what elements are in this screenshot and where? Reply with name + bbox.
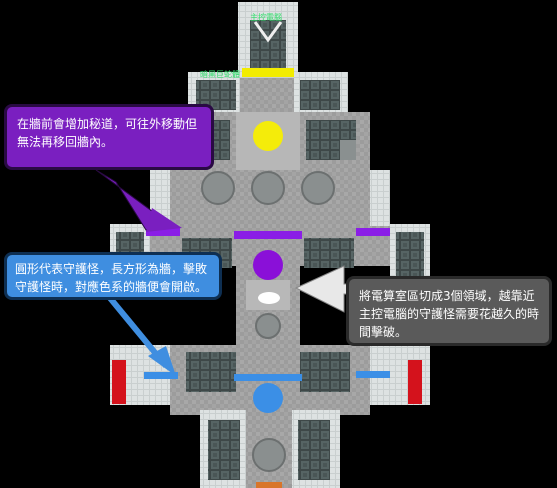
purple-arrow: [95, 169, 165, 231]
zones-callout: 將電算室區切成3個領域，越靠近主控電腦的守護怪需要花越久的時間擊破。: [346, 276, 552, 346]
purple-guardian: [253, 250, 283, 280]
blue-wall-right: [356, 371, 390, 378]
computer-label: 主控電腦: [250, 13, 282, 22]
blue-guardian: [253, 383, 283, 413]
legend-callout: 圓形代表守護怪，長方形為牆，擊敗守護怪時，對應色系的牆便會開啟。: [4, 252, 222, 300]
blue-arrow-head: [148, 346, 176, 376]
purple-wall-right: [356, 228, 390, 236]
secret-passage-text: 在牆前會增加秘道，可往外移動但無法再移回牆內。: [17, 117, 198, 149]
zones-text: 將電算室區切成3個領域，越靠近主控電腦的守護怪需要花越久的時間擊破。: [359, 289, 540, 339]
blue-wall-center: [234, 374, 302, 381]
red-wall-right: [408, 360, 422, 404]
blue-wall-left: [144, 372, 178, 379]
yellow-guardian: [253, 121, 283, 151]
red-wall-left: [112, 360, 126, 404]
purple-wall-left: [146, 228, 180, 236]
room-label: 暗黑巨蛇體: [200, 70, 240, 79]
purple-arrow-head: [146, 208, 182, 232]
yellow-wall: [242, 68, 294, 77]
purple-wall-center: [234, 231, 302, 239]
secret-passage-callout: 在牆前會增加秘道，可往外移動但無法再移回牆內。: [4, 104, 214, 170]
player-marker: [258, 292, 280, 304]
legend-text: 圓形代表守護怪，長方形為牆，擊敗守護怪時，對應色系的牆便會開啟。: [15, 262, 208, 294]
